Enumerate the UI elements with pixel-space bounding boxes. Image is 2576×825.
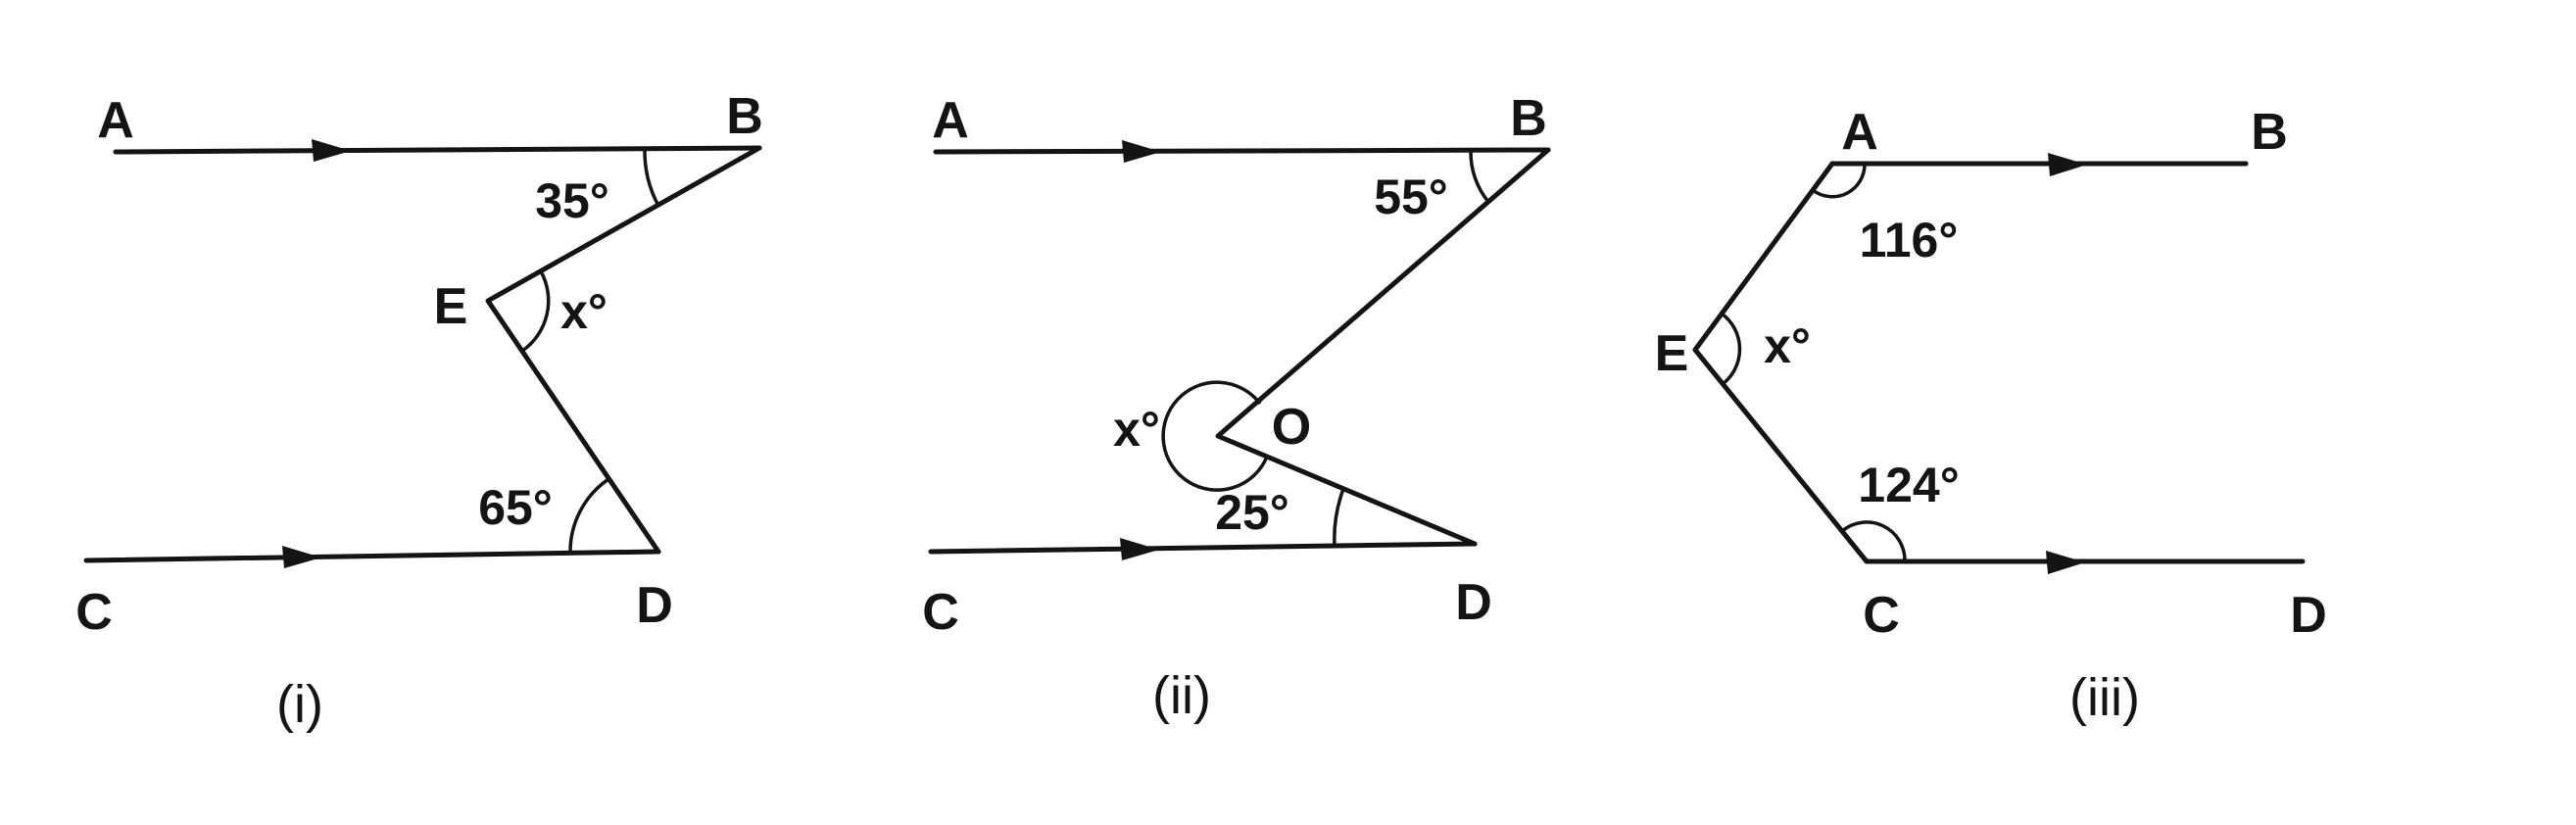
angle-b-label: 55° — [1374, 170, 1448, 224]
point-b-label: B — [1510, 90, 1547, 147]
line-ab — [933, 147, 1551, 155]
point-d-label: D — [1455, 574, 1492, 631]
angle-a-label: 116° — [1860, 213, 1959, 267]
caption-ii: (ii) — [1152, 666, 1211, 725]
arrow-ab — [1122, 140, 1161, 163]
caption-i: (i) — [276, 675, 323, 734]
point-c-label: C — [922, 584, 959, 641]
point-e-label: E — [1655, 325, 1689, 382]
arrow-ab — [312, 139, 351, 162]
point-c-label: C — [1863, 587, 1900, 644]
angle-c-label: 124° — [1858, 458, 1959, 512]
figure-ii: A B O C D 55° x° 25° (ii) — [922, 90, 1551, 725]
transversal-aec — [1692, 161, 1870, 564]
angle-e-label: x° — [1764, 318, 1811, 373]
arc-angle-b — [1469, 150, 1490, 204]
arc-angle-b — [643, 148, 660, 207]
angle-d-label: 65° — [478, 480, 553, 535]
point-a-label: A — [97, 92, 134, 149]
transversal-bed — [485, 145, 762, 555]
arrow-ab — [2048, 153, 2087, 176]
angle-d-label: 25° — [1215, 485, 1289, 540]
arrow-cd — [282, 546, 321, 568]
angle-o-label: x° — [1113, 402, 1160, 457]
arc-angle-e — [521, 270, 551, 353]
point-b-label: B — [726, 88, 763, 145]
arc-angle-d — [568, 477, 609, 555]
line-cd — [83, 549, 661, 563]
arc-angle-a — [1811, 163, 1867, 199]
transversal-bod — [1215, 147, 1551, 547]
line-cd — [928, 541, 1478, 555]
angle-e-label: x° — [560, 284, 608, 339]
point-b-label: B — [2251, 104, 2288, 161]
arc-angle-e — [1720, 312, 1742, 386]
arc-angle-d — [1333, 488, 1345, 547]
point-c-label: C — [75, 584, 113, 641]
figure-i: A B E C D 35° x° 65° (i) — [75, 88, 763, 734]
arc-angle-c — [1840, 520, 1907, 562]
point-a-label: A — [1841, 104, 1878, 161]
figure-iii: A B E C D 116° x° 124° (iii) — [1655, 104, 2327, 727]
arc-reflex-angle-o — [1161, 380, 1269, 492]
point-o-label: O — [1272, 399, 1311, 456]
line-ab — [113, 145, 762, 155]
point-d-label: D — [636, 577, 673, 634]
arrow-cd — [2046, 551, 2085, 574]
point-d-label: D — [2290, 587, 2327, 644]
arrow-cd — [1120, 538, 1159, 560]
point-e-label: E — [434, 278, 468, 335]
point-a-label: A — [932, 92, 969, 149]
angle-b-label: 35° — [535, 173, 609, 228]
caption-iii: (iii) — [2069, 668, 2140, 727]
